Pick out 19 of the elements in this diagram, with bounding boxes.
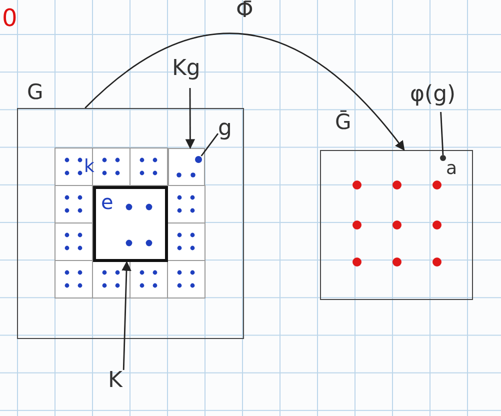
math-label: a (446, 160, 458, 178)
math-label: φ(g) (410, 84, 466, 112)
arrow (122, 261, 132, 370)
math-label: K (108, 370, 134, 404)
coset-cell (168, 148, 205, 186)
point-dot (195, 156, 202, 163)
subgroup-square (93, 186, 168, 262)
set-label: Ḡ (335, 112, 352, 133)
math-label: Kg (172, 58, 212, 88)
leader-line (440, 112, 444, 156)
page-number: 0 (2, 6, 18, 30)
math-label: k (84, 158, 94, 176)
leader-line (200, 133, 219, 156)
arrow (185, 88, 196, 149)
point-dot (440, 155, 446, 161)
math-label: g (218, 118, 238, 144)
edge-label: Φ̄ (236, 0, 254, 22)
element-label: e (101, 192, 114, 212)
set-label: G (27, 82, 44, 103)
